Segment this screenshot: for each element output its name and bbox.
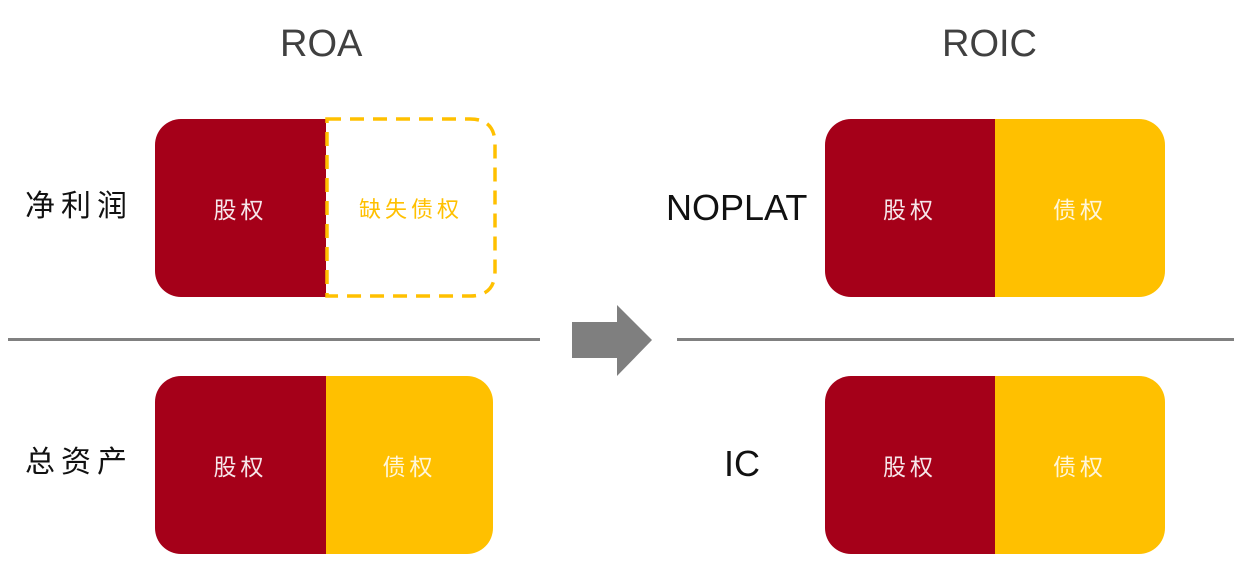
ic-label: IC (724, 443, 760, 484)
total-assets-label: 总资产 (25, 445, 133, 480)
equity-label: 股权 (883, 455, 937, 481)
missing-debt-segment: 缺失债权 (326, 119, 496, 297)
roic-fraction-divider (677, 338, 1234, 341)
missing-debt-label: 缺失债权 (358, 198, 463, 223)
roa-fraction-divider (8, 338, 540, 341)
net-profit-label: 净利润 (25, 189, 133, 224)
debt-segment: 债权 (995, 119, 1165, 297)
roa-title: ROA (280, 23, 363, 65)
equity-segment: 股权 (825, 119, 995, 297)
debt-label: 债权 (1053, 455, 1107, 481)
missing-debt-outline (325, 117, 497, 298)
debt-label: 债权 (1053, 198, 1107, 224)
equity-label: 股权 (213, 455, 268, 481)
debt-segment: 债权 (326, 376, 493, 554)
equity-label: 股权 (213, 198, 268, 224)
equity-label: 股权 (883, 198, 937, 224)
roic-title: ROIC (942, 23, 1037, 65)
noplat-label: NOPLAT (666, 187, 808, 228)
equity-segment: 股权 (825, 376, 995, 554)
debt-label: 债权 (382, 455, 437, 481)
debt-segment: 债权 (995, 376, 1165, 554)
right-arrow-icon (572, 305, 652, 376)
equity-segment: 股权 (155, 376, 326, 554)
equity-segment: 股权 (155, 119, 326, 297)
